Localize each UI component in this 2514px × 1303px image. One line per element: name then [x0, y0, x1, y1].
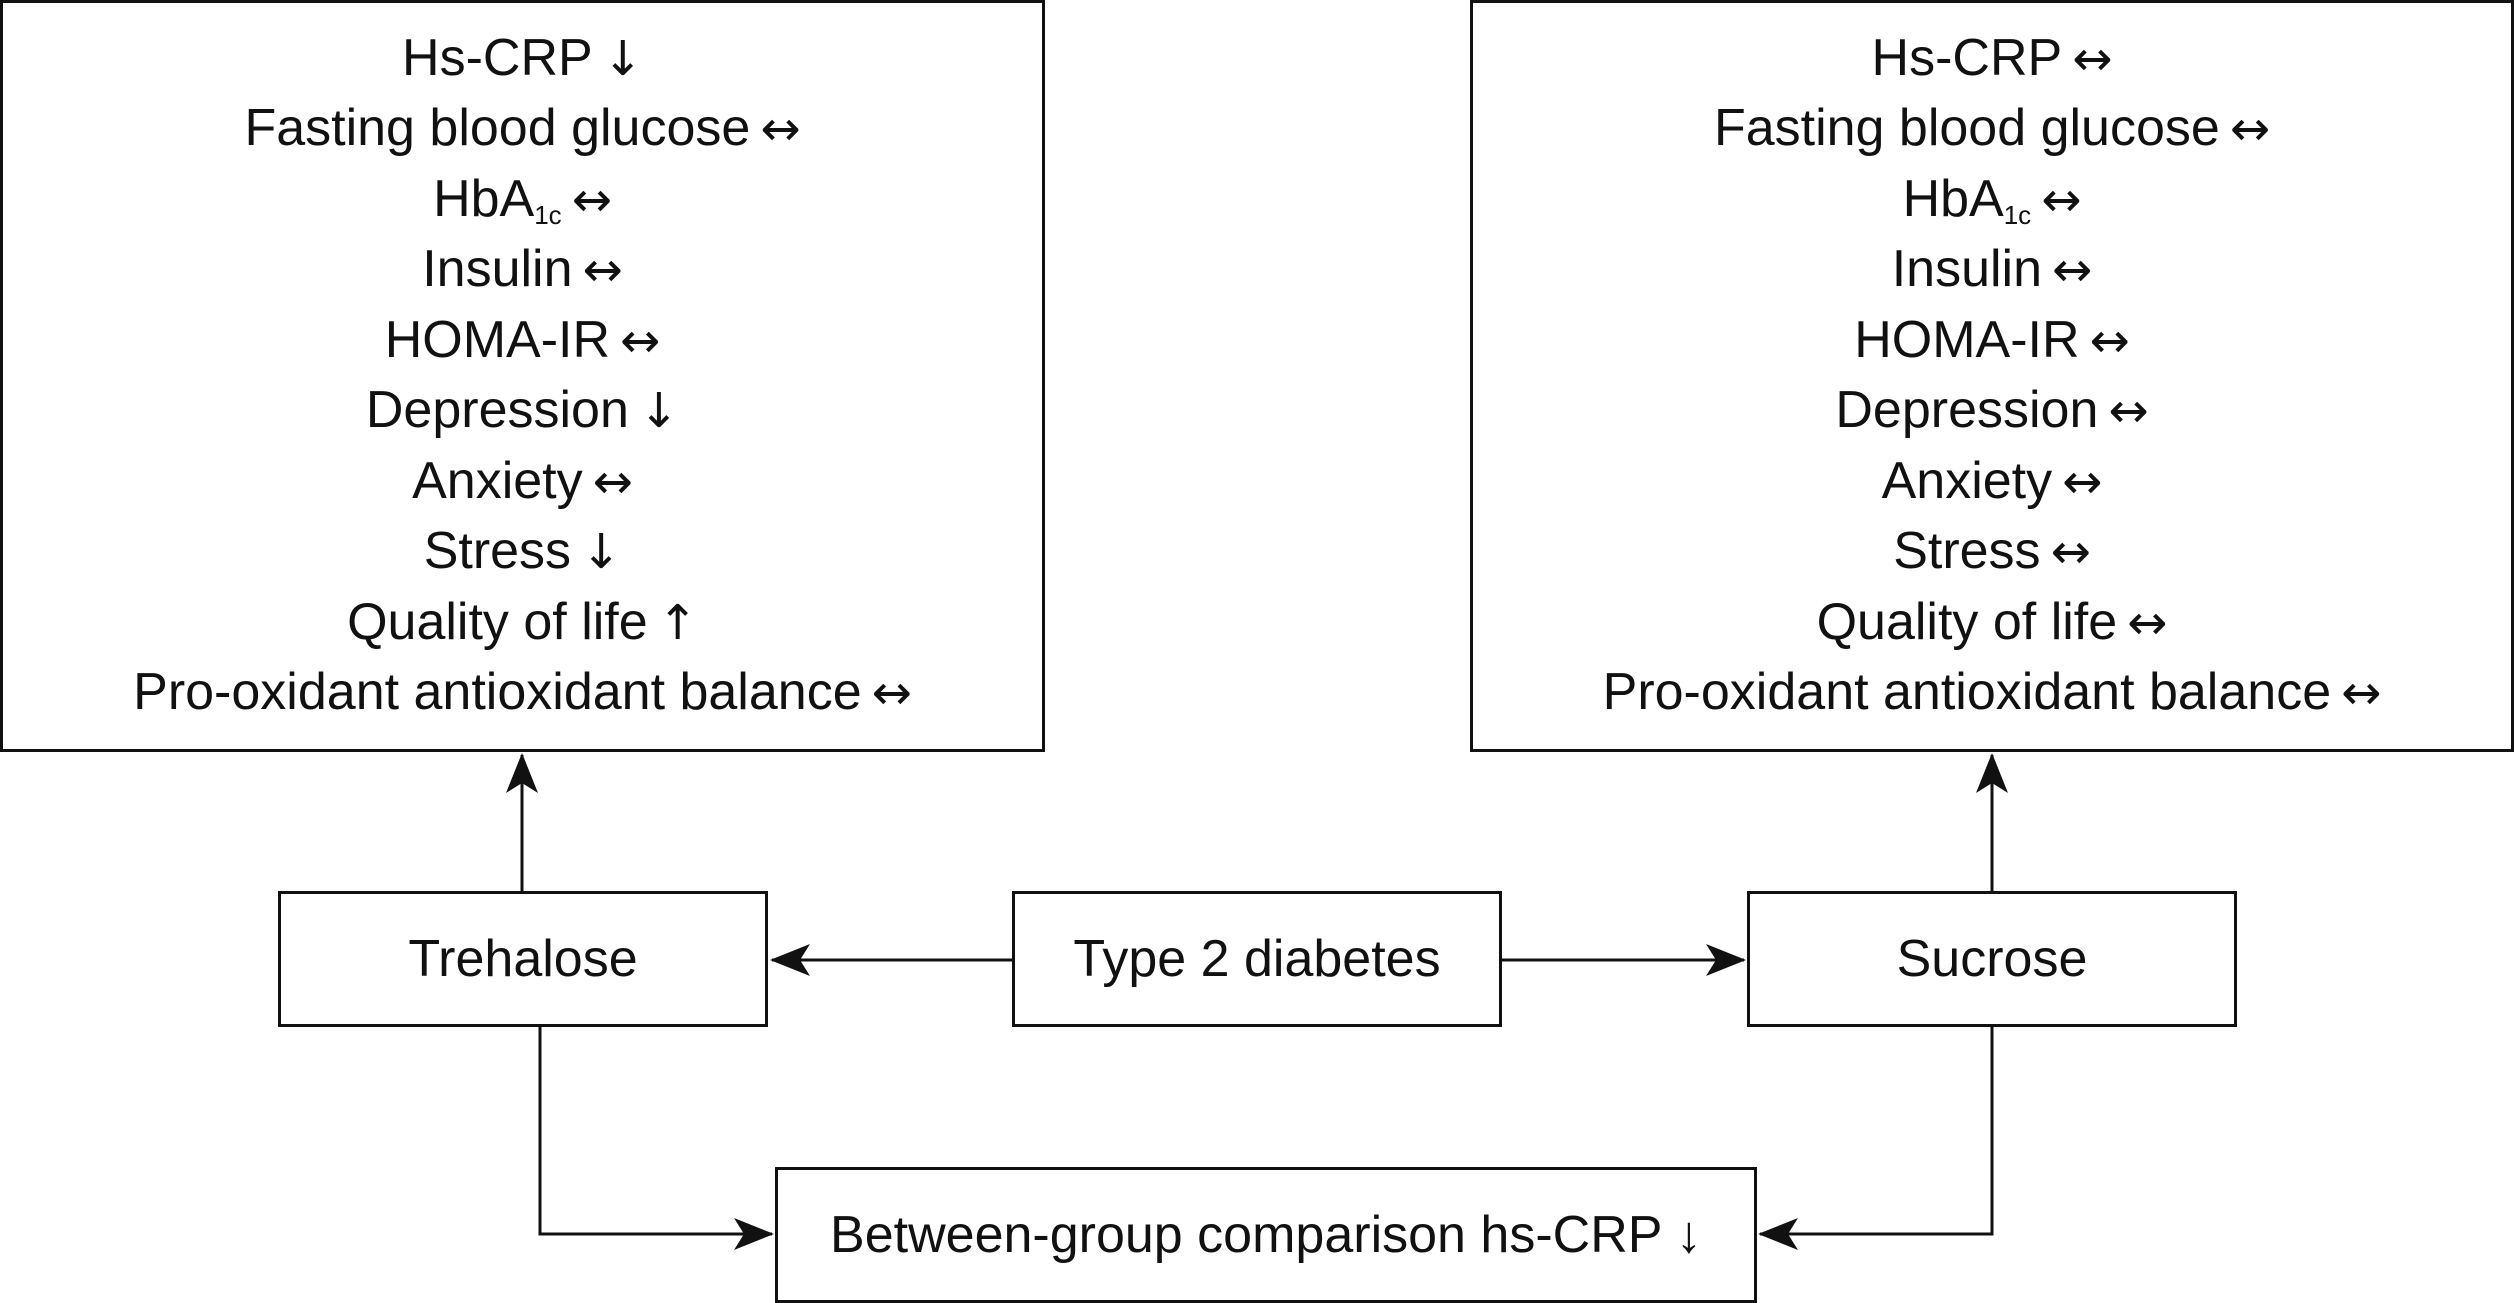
type2-diabetes-node: Type 2 diabetes	[1012, 891, 1502, 1027]
between-group-node: Between-group comparison hs-CRP ↓	[775, 1167, 1757, 1303]
outcome-label: Fasting blood glucose	[1713, 99, 2220, 157]
arrow-trehalose-to-between	[538, 1027, 774, 1250]
sucrose-outcomes-panel: Hs-CRP↔Fasting blood glucose↔HbA1c↔Insul…	[1470, 0, 2514, 752]
outcome-item: Hs-CRP↓	[133, 24, 912, 95]
outcome-label: Quality of life	[1816, 592, 2118, 651]
down-arrow-icon: ↓	[602, 30, 643, 87]
outcome-subscript: 1c	[534, 199, 562, 230]
outcome-item: Quality of life↑	[133, 588, 912, 659]
left-right-arrow-icon: ↔	[2089, 312, 2130, 369]
outcome-label: Anxiety	[1881, 451, 2053, 510]
outcome-label: HOMA-IR	[384, 310, 611, 369]
type2-diabetes-label: Type 2 diabetes	[1073, 930, 1441, 988]
left-right-arrow-icon: ↔	[2062, 453, 2103, 510]
outcome-item: HbA1c ↔	[1603, 165, 2382, 236]
outcome-item: Pro-oxidant antioxidant balance↔	[133, 658, 912, 729]
up-arrow-icon: ↑	[657, 594, 698, 651]
outcome-label: HbA	[433, 169, 535, 228]
outcome-item: Insulin↔	[1603, 235, 2382, 306]
left-right-arrow-icon: ↔	[2072, 30, 2113, 87]
outcome-label: Pro-oxidant antioxidant balance	[133, 663, 862, 721]
outcome-label: Insulin	[1891, 240, 2043, 298]
outcome-label: Fasting blood glucose	[244, 99, 751, 157]
outcome-item: Anxiety↔	[1603, 447, 2382, 518]
left-right-arrow-icon: ↔	[760, 101, 801, 157]
outcome-item: Anxiety↔	[133, 447, 912, 518]
outcome-item: Depression↔	[1603, 376, 2382, 447]
left-right-arrow-icon: ↔	[2127, 594, 2168, 651]
trehalose-label: Trehalose	[408, 930, 638, 988]
outcome-item: Depression↓	[133, 376, 912, 447]
between-group-label: Between-group comparison hs-CRP ↓	[830, 1206, 1702, 1264]
down-arrow-icon: ↓	[638, 383, 680, 439]
outcome-label: HbA	[1902, 169, 2004, 228]
left-right-arrow-icon: ↔	[592, 453, 633, 510]
left-right-arrow-icon: ↔	[871, 665, 912, 721]
outcome-label: Stress	[423, 522, 572, 580]
outcome-item: Fasting blood glucose↔	[1603, 94, 2382, 165]
trehalose-outcomes-list: Hs-CRP↓Fasting blood glucose↔HbA1c↔Insul…	[133, 24, 912, 729]
outcome-item: Insulin↔	[133, 235, 912, 306]
outcome-item: HbA1c ↔	[133, 165, 912, 236]
arrow-sucrose-to-between	[1758, 1027, 1994, 1250]
left-right-arrow-icon: ↔	[571, 171, 612, 228]
left-right-arrow-icon: ↔	[2108, 383, 2149, 439]
sucrose-outcomes-list: Hs-CRP↔Fasting blood glucose↔HbA1c↔Insul…	[1603, 24, 2382, 729]
trehalose-node: Trehalose	[278, 891, 768, 1027]
outcome-label: HOMA-IR	[1854, 310, 2080, 369]
outcome-item: Stress↔	[1603, 517, 2382, 588]
left-right-arrow-icon: ↔	[2341, 665, 2382, 721]
outcome-label: Hs-CRP	[1871, 28, 2063, 87]
down-arrow-icon: ↓	[581, 524, 622, 580]
left-right-arrow-icon: ↔	[2050, 524, 2091, 580]
outcome-item: HOMA-IR↔	[133, 306, 912, 377]
outcome-item: Stress↓	[133, 517, 912, 588]
outcome-item: Fasting blood glucose↔	[133, 94, 912, 165]
sucrose-label: Sucrose	[1896, 930, 2088, 988]
outcome-label: Quality of life	[347, 592, 648, 651]
sucrose-node: Sucrose	[1747, 891, 2237, 1027]
left-right-arrow-icon: ↔	[582, 242, 623, 298]
outcome-item: Pro-oxidant antioxidant balance↔	[1603, 658, 2382, 729]
outcome-label: Depression	[1835, 381, 2099, 439]
trehalose-outcomes-panel: Hs-CRP↓Fasting blood glucose↔HbA1c↔Insul…	[0, 0, 1045, 752]
outcome-item: HOMA-IR↔	[1603, 306, 2382, 377]
left-right-arrow-icon: ↔	[2052, 242, 2093, 298]
outcome-item: Quality of life↔	[1603, 588, 2382, 659]
outcome-label: Depression	[365, 381, 629, 439]
outcome-item: Hs-CRP↔	[1603, 24, 2382, 95]
left-right-arrow-icon: ↔	[620, 312, 661, 369]
outcome-label: Hs-CRP	[402, 28, 593, 87]
left-right-arrow-icon: ↔	[2229, 101, 2271, 157]
outcome-label: Pro-oxidant antioxidant balance	[1602, 663, 2332, 721]
outcome-subscript: 1c	[2003, 199, 2032, 230]
outcome-label: Stress	[1893, 522, 2041, 580]
outcome-label: Insulin	[422, 240, 573, 298]
left-right-arrow-icon: ↔	[2041, 171, 2082, 228]
outcome-label: Anxiety	[412, 451, 583, 510]
